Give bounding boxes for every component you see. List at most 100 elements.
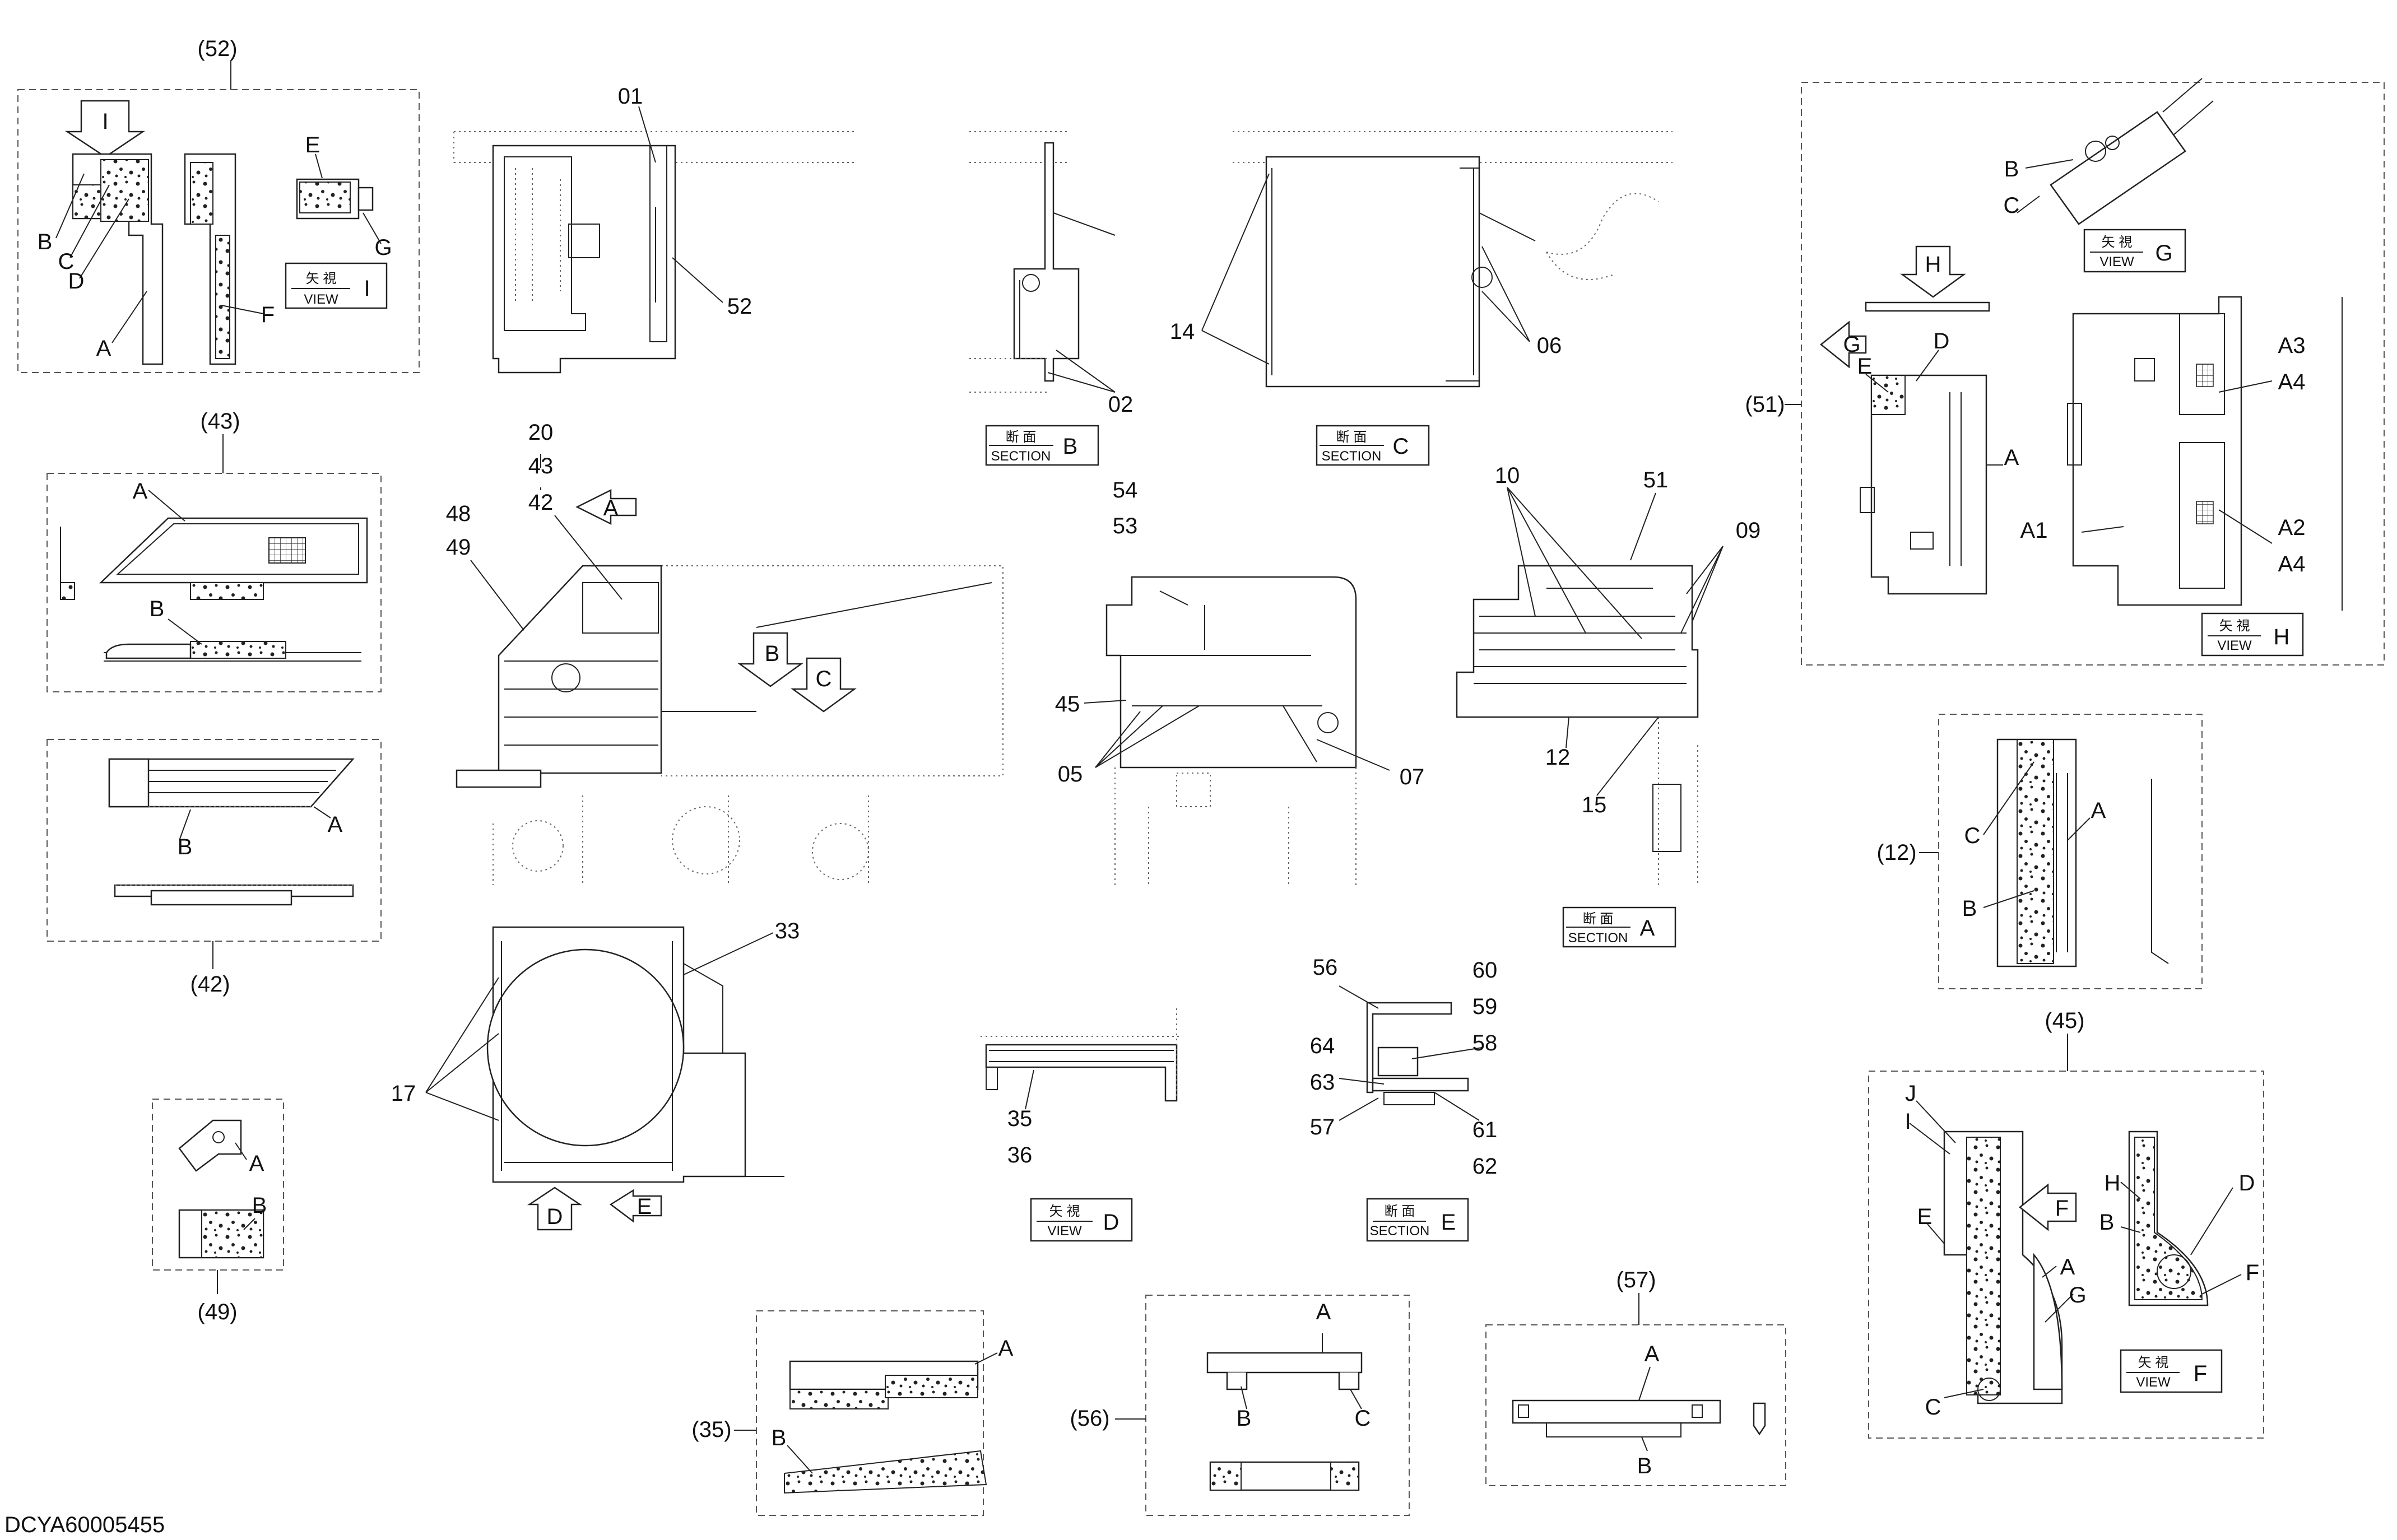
svg-text:A4: A4 [2278, 370, 2306, 394]
svg-text:D: D [1934, 329, 1950, 353]
svg-text:01: 01 [618, 84, 643, 109]
group-51: (51) B C 矢 視 VIEW G H G [1745, 78, 2385, 666]
svg-text:A: A [2091, 798, 2106, 823]
view-box-h: 矢 視 VIEW H [2201, 612, 2304, 657]
section-b-view: 02 断 面 SECTION B [969, 131, 1133, 466]
view-box-f: 矢 視 VIEW F [2120, 1349, 2223, 1393]
center-assembly-view: 54 53 45 05 07 [1055, 478, 1425, 885]
svg-text:B: B [38, 230, 53, 254]
group-12: C A B (12) [1876, 714, 2203, 989]
svg-text:E: E [1917, 1204, 1933, 1229]
view-d: 35 36 矢 視 VIEW D [981, 1008, 1182, 1242]
view-arrow-f: F [2018, 1183, 2077, 1231]
svg-text:A: A [2004, 445, 2019, 470]
radiator-view: 33 17 D E [391, 919, 800, 1231]
svg-text:A: A [1645, 1342, 1660, 1366]
svg-text:42: 42 [528, 490, 554, 515]
svg-text:33: 33 [775, 919, 800, 943]
svg-text:B: B [2004, 157, 2019, 182]
section-box-c: 断 面 SECTION C [1316, 425, 1430, 466]
svg-text:SECTION: SECTION [1322, 449, 1382, 464]
main-assembly-view: A B C 20 43 42 48 49 [446, 420, 1004, 885]
svg-text:A: A [328, 812, 343, 837]
svg-text:C: C [1925, 1395, 1941, 1420]
svg-text:B: B [1237, 1406, 1252, 1431]
svg-text:15: 15 [1582, 793, 1607, 817]
svg-text:(51): (51) [1745, 392, 1785, 417]
svg-text:A3: A3 [2278, 333, 2306, 358]
svg-text:B: B [1063, 434, 1078, 459]
svg-text:C: C [1964, 823, 1981, 848]
svg-text:B: B [772, 1426, 787, 1450]
svg-text:A: A [1316, 1300, 1331, 1324]
svg-text:H: H [1925, 252, 1941, 277]
svg-text:49: 49 [446, 535, 471, 560]
group-42: B A (42) [47, 739, 382, 997]
svg-text:06: 06 [1537, 333, 1562, 358]
svg-text:60: 60 [1472, 958, 1498, 983]
svg-text:B: B [2099, 1210, 2115, 1235]
svg-text:断 面: 断 面 [1385, 1204, 1415, 1219]
svg-text:E: E [305, 133, 320, 157]
svg-text:B: B [1637, 1454, 1652, 1478]
svg-text:A: A [96, 336, 112, 361]
section-e-view: 56 60 59 58 64 63 57 61 62 断 面 SECTION E [1310, 955, 1498, 1242]
svg-text:C: C [2004, 193, 2020, 218]
section-box-a: 断 面 SECTION A [1562, 906, 1676, 948]
view-arrow-i: I [64, 100, 146, 158]
svg-text:(12): (12) [1876, 840, 1916, 865]
section-c-view: 14 06 断 面 SECTION C [1170, 131, 1673, 466]
svg-text:12: 12 [1545, 745, 1571, 770]
svg-text:I: I [364, 276, 370, 301]
view-arrow-c: C [791, 657, 857, 713]
svg-text:E: E [637, 1194, 652, 1219]
svg-text:矢 視: 矢 視 [1049, 1204, 1080, 1219]
svg-text:54: 54 [1113, 478, 1138, 503]
svg-text:断 面: 断 面 [1583, 911, 1614, 927]
svg-text:C: C [58, 249, 75, 274]
svg-text:I: I [102, 109, 108, 134]
svg-text:(49): (49) [197, 1300, 237, 1324]
svg-text:VIEW: VIEW [304, 292, 338, 307]
svg-text:07: 07 [1400, 765, 1425, 789]
view-box-d: 矢 視 VIEW D [1030, 1198, 1133, 1242]
group-49: A B (49) [152, 1099, 284, 1324]
svg-text:G: G [374, 235, 392, 260]
svg-text:59: 59 [1472, 994, 1498, 1019]
svg-text:35: 35 [1007, 1106, 1033, 1131]
group-35: A B (35) [691, 1310, 1014, 1516]
svg-text:A: A [603, 496, 619, 520]
svg-text:VIEW: VIEW [2217, 638, 2252, 653]
svg-text:H: H [2105, 1171, 2121, 1195]
svg-text:F: F [2055, 1196, 2069, 1221]
svg-text:45: 45 [1055, 692, 1080, 717]
svg-text:D: D [2239, 1171, 2255, 1195]
svg-text:矢 視: 矢 視 [2219, 618, 2250, 634]
svg-text:矢 視: 矢 視 [2138, 1355, 2169, 1370]
view-arrow-h: H [1900, 245, 1966, 298]
svg-text:B: B [150, 597, 165, 621]
svg-text:B: B [252, 1193, 267, 1218]
svg-text:C: C [816, 667, 832, 691]
top-assembly-view: 01 52 [453, 84, 857, 374]
svg-text:05: 05 [1058, 762, 1083, 787]
svg-text:断 面: 断 面 [1336, 430, 1367, 445]
svg-text:17: 17 [391, 1081, 416, 1106]
svg-text:10: 10 [1495, 463, 1520, 488]
svg-text:矢 視: 矢 視 [306, 271, 337, 286]
group-52: (52) I B C D A F E G [17, 36, 420, 373]
view-arrow-d: D [527, 1187, 583, 1231]
section-a-view: 10 51 09 12 15 断 面 SECTION A [1456, 463, 1760, 948]
svg-text:E: E [1857, 354, 1873, 379]
svg-text:断 面: 断 面 [1006, 430, 1037, 445]
svg-text:43: 43 [528, 454, 554, 478]
svg-text:57: 57 [1310, 1115, 1335, 1139]
svg-text:D: D [68, 269, 85, 294]
svg-text:A: A [998, 1336, 1014, 1361]
svg-text:J: J [1905, 1081, 1916, 1106]
svg-text:VIEW: VIEW [2099, 254, 2134, 269]
view-box-i: 矢 視 VIEW I [285, 262, 388, 309]
svg-text:G: G [2069, 1283, 2086, 1308]
svg-text:SECTION: SECTION [1568, 930, 1628, 946]
group-label-52: (52) [197, 36, 237, 61]
